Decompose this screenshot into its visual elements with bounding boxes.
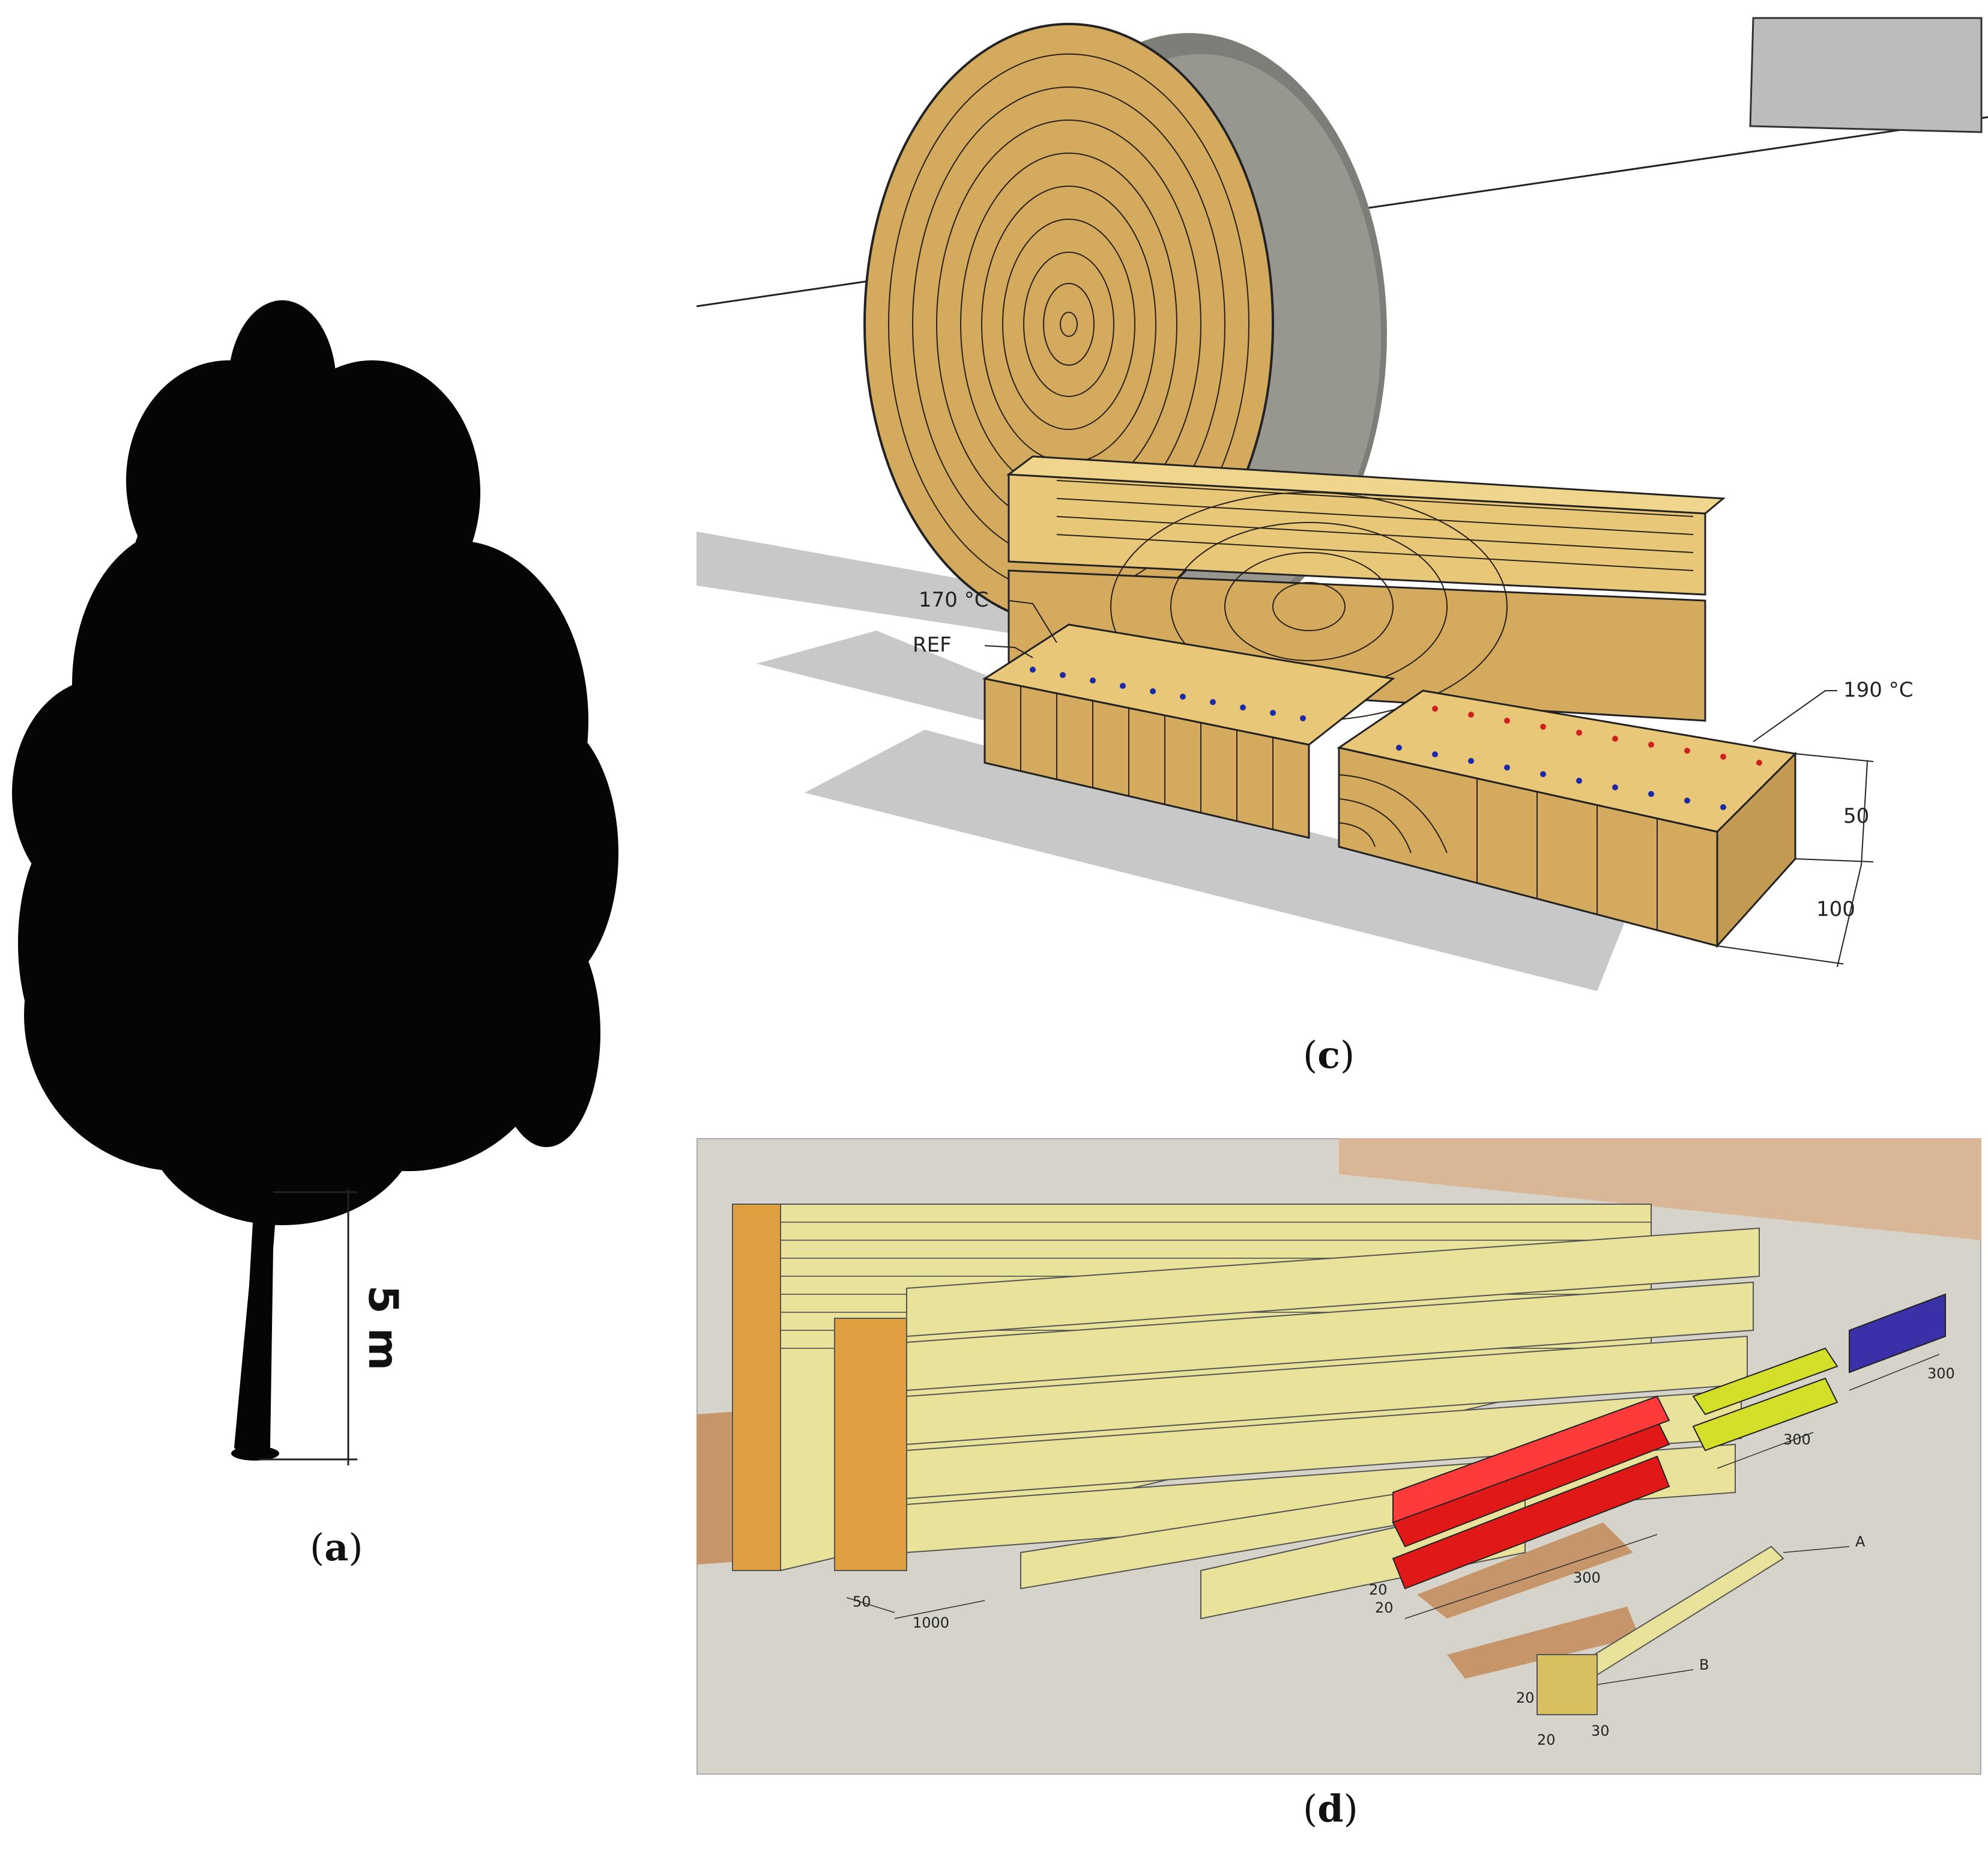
caption-d-letter: d [1317, 1787, 1344, 1831]
yellow-block-upper [1692, 1347, 1838, 1416]
board-ref-front [983, 677, 1310, 839]
caption-a: (a) [310, 1525, 363, 1569]
floor-shadow-3 [805, 730, 1627, 991]
back-wall-block [1749, 17, 1983, 133]
dimension-20-c: 20 [1516, 1689, 1535, 1706]
dimension-30: 30 [1591, 1722, 1610, 1739]
panel-c: 170 °C REF 190 °C 50 100 [696, 0, 1988, 1021]
yellow-block-lower [1692, 1377, 1838, 1452]
red-block-lower [1392, 1455, 1670, 1590]
panel-a: 5 m [0, 264, 636, 1525]
caption-c: (c) [1303, 1033, 1355, 1077]
caption-c-letter: c [1317, 1033, 1340, 1077]
dimension-1000: 1000 [913, 1614, 949, 1631]
dimension-20-d: 20 [1537, 1731, 1556, 1748]
scale-label: 5 m [359, 1285, 406, 1371]
stick-b [1536, 1654, 1598, 1715]
board-cutting-scheme: 50 1000 300 300 300 20 20 20 20 30 A B [695, 1137, 1983, 1776]
label-190c: 190 °C [1843, 678, 1913, 702]
label-ref: REF [913, 633, 952, 657]
caption-d: (d) [1303, 1787, 1358, 1831]
label-a: A [1855, 1533, 1866, 1550]
dimension-300-blue: 300 [1927, 1365, 1955, 1382]
dimension-300-red: 300 [1573, 1569, 1601, 1586]
blue-block [1849, 1293, 1946, 1374]
wood-log-illustration: 170 °C REF 190 °C 50 100 [696, 17, 1988, 991]
dimension-20-a: 20 [1369, 1581, 1388, 1598]
dimension-50-d: 50 [853, 1593, 871, 1610]
floor-shadow-1 [696, 532, 1033, 637]
back-wall [1339, 1138, 1981, 1240]
caption-a-letter: a [324, 1525, 349, 1569]
dimension-100: 100 [1816, 897, 1855, 921]
dimension-50: 50 [1843, 804, 1869, 828]
floor-shadow-2 [757, 631, 1009, 727]
label-170c: 170 °C [919, 588, 988, 612]
dimension-300-yellow: 300 [1783, 1431, 1811, 1448]
label-b: B [1699, 1656, 1709, 1673]
dimension-20-b: 20 [1375, 1599, 1394, 1616]
birch-tree-silhouette: 5 m [12, 300, 618, 1465]
panel-d: 50 1000 300 300 300 20 20 20 20 30 A B [695, 1137, 1983, 1776]
